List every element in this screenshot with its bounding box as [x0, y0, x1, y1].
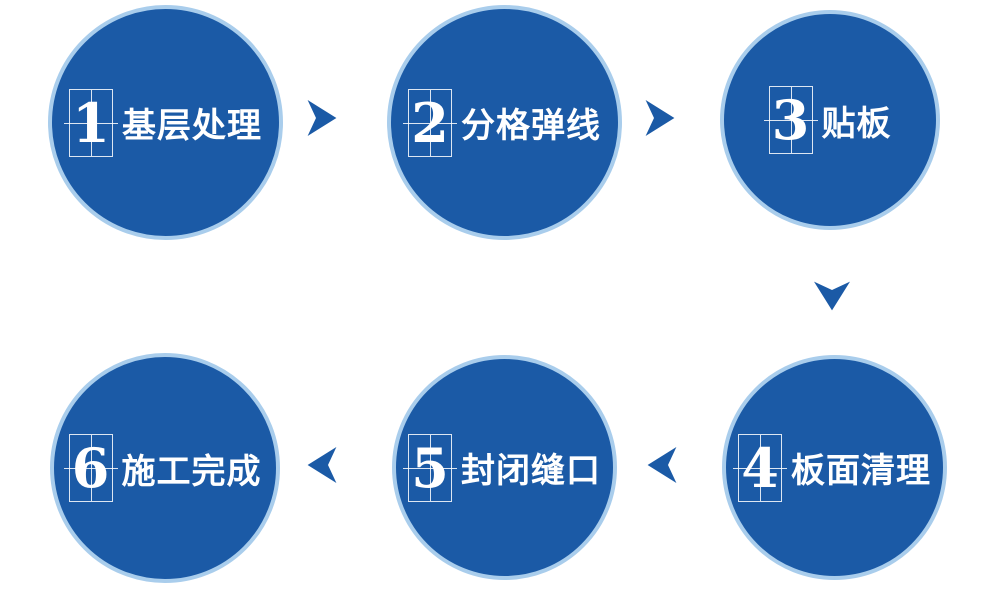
- step-content-2: 2 分格弹线: [403, 88, 601, 157]
- step-number-1: 1: [72, 90, 110, 155]
- step-number-frame-5: 5: [403, 433, 457, 502]
- step-content-6: 6 施工完成: [63, 434, 262, 502]
- arrow-right-icon-1: [307, 100, 337, 136]
- step-number-frame-6: 6: [63, 434, 118, 502]
- step-number-frame-1: 1: [64, 88, 118, 157]
- step-label-3: 贴板: [821, 104, 892, 143]
- step-circle-2: 2 分格弹线: [387, 5, 622, 240]
- step-circle-6: 6 施工完成: [50, 353, 280, 583]
- step-label-5: 封闭缝口: [461, 452, 601, 490]
- step-content-4: 4 板面清理: [733, 433, 931, 502]
- step-content-3: 3 贴板: [763, 86, 892, 154]
- step-label-1: 基层处理: [122, 107, 262, 145]
- step-circle-1: 1 基层处理: [48, 5, 283, 240]
- step-label-2: 分格弹线: [461, 107, 601, 145]
- step-number-frame-2: 2: [403, 88, 457, 157]
- step-number-frame-3: 3: [763, 86, 818, 154]
- arrow-left-icon-1: [647, 447, 677, 483]
- step-number-2: 2: [411, 90, 449, 155]
- step-number-3: 3: [771, 88, 810, 152]
- step-number-6: 6: [71, 436, 110, 500]
- step-circle-4: 4 板面清理: [722, 355, 947, 580]
- arrow-right-icon-2: [645, 100, 675, 136]
- step-number-5: 5: [411, 435, 449, 500]
- step-content-5: 5 封闭缝口: [403, 433, 601, 502]
- step-label-6: 施工完成: [121, 452, 262, 491]
- step-content-1: 1 基层处理: [64, 88, 262, 157]
- step-number-frame-4: 4: [733, 433, 787, 502]
- step-label-4: 板面清理: [791, 452, 931, 490]
- arrow-left-icon-2: [307, 447, 337, 483]
- step-circle-5: 5 封闭缝口: [392, 355, 617, 580]
- arrow-down-icon: [814, 281, 850, 311]
- step-circle-3: 3 贴板: [720, 10, 940, 230]
- step-number-4: 4: [741, 435, 779, 500]
